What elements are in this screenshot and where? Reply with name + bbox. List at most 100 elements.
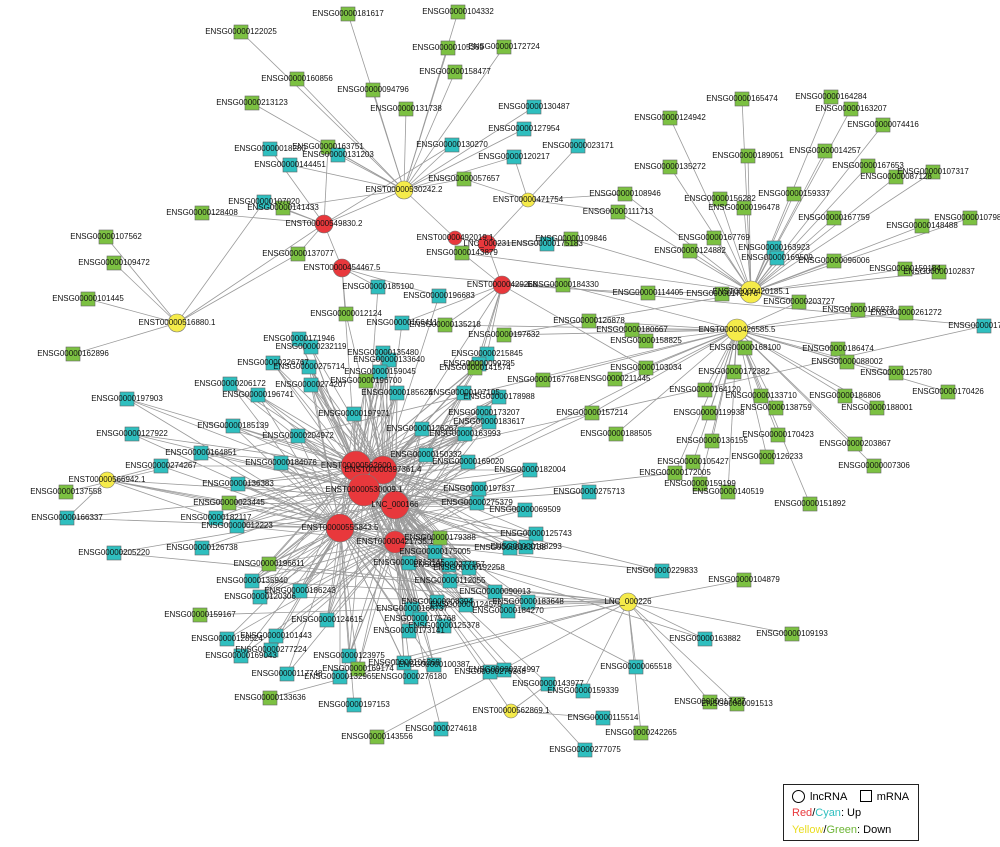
mrna-label: ENSG00000163923 [738,243,810,252]
edge [259,465,357,598]
edge [363,489,410,632]
mrna-node [802,496,818,512]
edge [236,525,396,543]
mrna-label: ENSG00000143977 [512,679,584,688]
mrna-label: ENSG00000135480 [347,348,419,357]
mrna-label: ENSG00000183648 [492,597,564,606]
mrna-label: ENSG00000140519 [692,487,764,496]
edge [627,601,706,640]
mrna-label: ENSG00000192258 [433,563,505,572]
mrna-node [427,544,443,560]
mrna-node [712,191,728,207]
legend-red-text: Red [792,807,813,819]
mrna-label: ENSG00000167653 [832,161,904,170]
mrna-label: ENSG00000169174 [322,664,394,673]
mrna-label: ENSG00000213123 [216,98,288,107]
mrna-label: ENSG00000117748 [251,669,323,678]
mrna-node [106,545,122,561]
lncrna-label: ENST00000562869.1 [473,706,551,715]
edge [394,504,527,548]
mrna-label: ENSG00000277224 [235,645,307,654]
mrna-node [736,572,752,588]
mrna-label: ENSG00000173141 [373,626,445,635]
mrna-label: ENSG00000127954 [488,124,560,133]
mrna-label: ENSG00000126878 [553,316,625,325]
mrna-node [768,400,784,416]
lncrna-node [368,455,398,485]
edge [259,541,396,598]
edge [215,465,357,519]
lncrna-node [739,280,763,304]
edge [341,267,440,297]
mrna-node [628,659,644,675]
edge [503,329,738,336]
mrna-node [539,236,555,252]
mrna-node [340,6,356,22]
mrna-label: ENSG00000102837 [903,267,975,276]
mrna-node [437,317,453,333]
mrna-label: ENSG00000012124 [310,309,382,318]
lncrna-node [447,230,463,246]
mrna-label: ENSG00000091513 [701,699,773,708]
mrna-node [290,428,306,444]
mrna-node [444,137,460,153]
mrna-label: ENSG00000189051 [712,151,784,160]
mrna-label: ENSG00000274267 [125,461,197,470]
edge [403,47,449,191]
mrna-node [624,322,640,338]
mrna-node [714,286,730,302]
mrna-node [58,484,74,500]
lncrna-label: ENST00000429268 [467,280,538,289]
lncrna-node [167,313,187,333]
mrna-label: ENSG00000188505 [580,429,652,438]
mrna-label: ENSG00000108946 [589,189,661,198]
edge [736,329,839,350]
edge [627,579,745,603]
legend-shape-row: lncRNA mRNA [792,790,909,803]
hub-edge [382,284,503,471]
edge [669,117,752,293]
mrna-node [866,458,882,474]
mrna-label: ENSG00000183617 [453,417,525,426]
edge [750,217,971,293]
mrna-label: ENSG00000156282 [684,194,756,203]
mrna-node [303,377,319,393]
mrna-node [753,388,769,404]
mrna-node [346,697,362,713]
mrna-label: ENSG00000180667 [596,325,668,334]
mrna-label: ENSG00000164851 [165,448,237,457]
mrna-node [826,253,842,269]
mrna-label: ENSG00000099785 [443,359,515,368]
mrna-node [697,382,713,398]
edge [486,238,572,245]
mrna-label: ENSG00000136383 [202,479,274,488]
mrna-node [65,346,81,362]
mrna-label: ENSG00000131203 [302,150,374,159]
lncrna-node [618,592,638,612]
legend-slash: / [812,807,816,819]
lncrna-node [394,180,414,200]
edge [339,527,359,670]
edge [379,371,396,506]
mrna-node [837,388,853,404]
mrna-node [608,426,624,442]
edge [542,329,738,381]
mrna-label: ENSG00000124882 [654,246,726,255]
mrna-label: ENSG00000179388 [404,533,476,542]
hub-edge [323,189,405,225]
mrna-label: ENSG00000175183 [511,239,583,248]
edge [403,108,407,191]
mrna-label: ENSG00000160856 [261,74,333,83]
lncrna-node [98,471,116,489]
mrna-label: ENSG00000277075 [549,745,621,754]
mrna-label: ENSG00000126738 [166,543,238,552]
mrna-node [706,230,722,246]
edge [113,262,178,324]
edge [382,412,485,471]
edge [269,601,629,699]
mrna-node [458,597,474,613]
edge [106,465,162,481]
edge [647,291,752,294]
mrna-label: ENSG00000172476 [686,289,758,298]
mrna-node [736,200,752,216]
